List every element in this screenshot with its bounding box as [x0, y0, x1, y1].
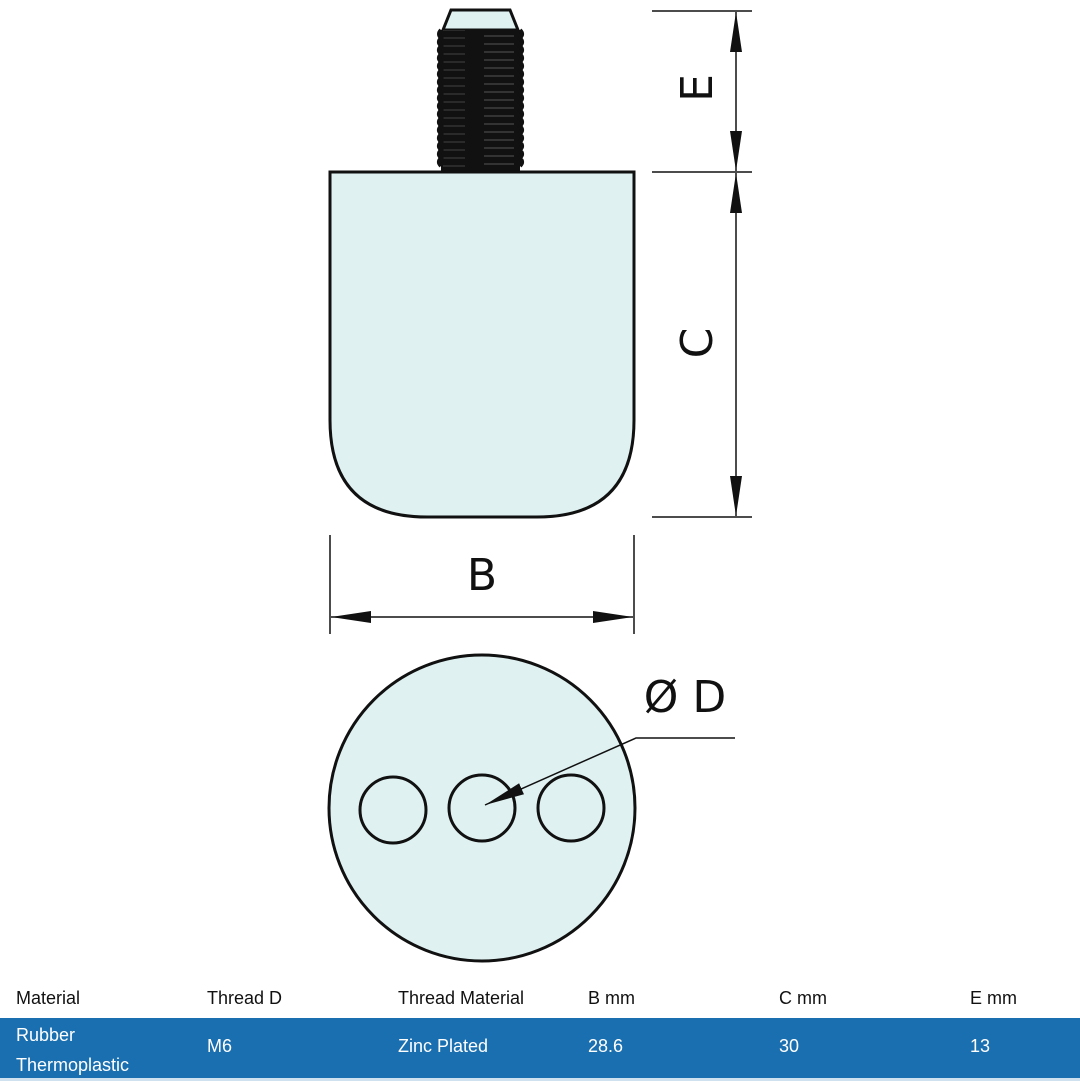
threaded-stud [437, 8, 524, 172]
dimension-label-b: B [467, 550, 497, 601]
diameter-leader [484, 737, 735, 806]
cell-thread-material: Zinc Plated [398, 1036, 489, 1056]
spec-table: Material Thread D Thread Material B mm C… [0, 982, 1080, 1081]
header-b: B mm [588, 988, 635, 1008]
header-material: Material [16, 988, 81, 1008]
header-c: C mm [779, 988, 827, 1008]
dimension-label-d: Ø D [644, 672, 727, 723]
cell-b: 28.6 [588, 1036, 624, 1056]
cell-c: 30 [779, 1036, 800, 1056]
bottom-view [327, 653, 637, 963]
header-e: E mm [970, 988, 1017, 1008]
cell-thread-d: M6 [207, 1036, 233, 1056]
dimension-label-c: C [672, 328, 723, 359]
header-thread-d: Thread D [207, 988, 283, 1008]
cell-e: 13 [970, 1036, 991, 1056]
technical-drawing: E C B Ø D [327, 8, 752, 963]
table-header: Material Thread D Thread Material B mm C… [0, 982, 1080, 1016]
dimension-label-e: E [672, 74, 723, 102]
rubber-body [328, 170, 636, 519]
material-line-1: Rubber [16, 1025, 76, 1045]
dimension-lines [329, 10, 752, 634]
material-line-2: Thermoplastic [16, 1055, 130, 1075]
header-thread-material: Thread Material [398, 988, 525, 1008]
